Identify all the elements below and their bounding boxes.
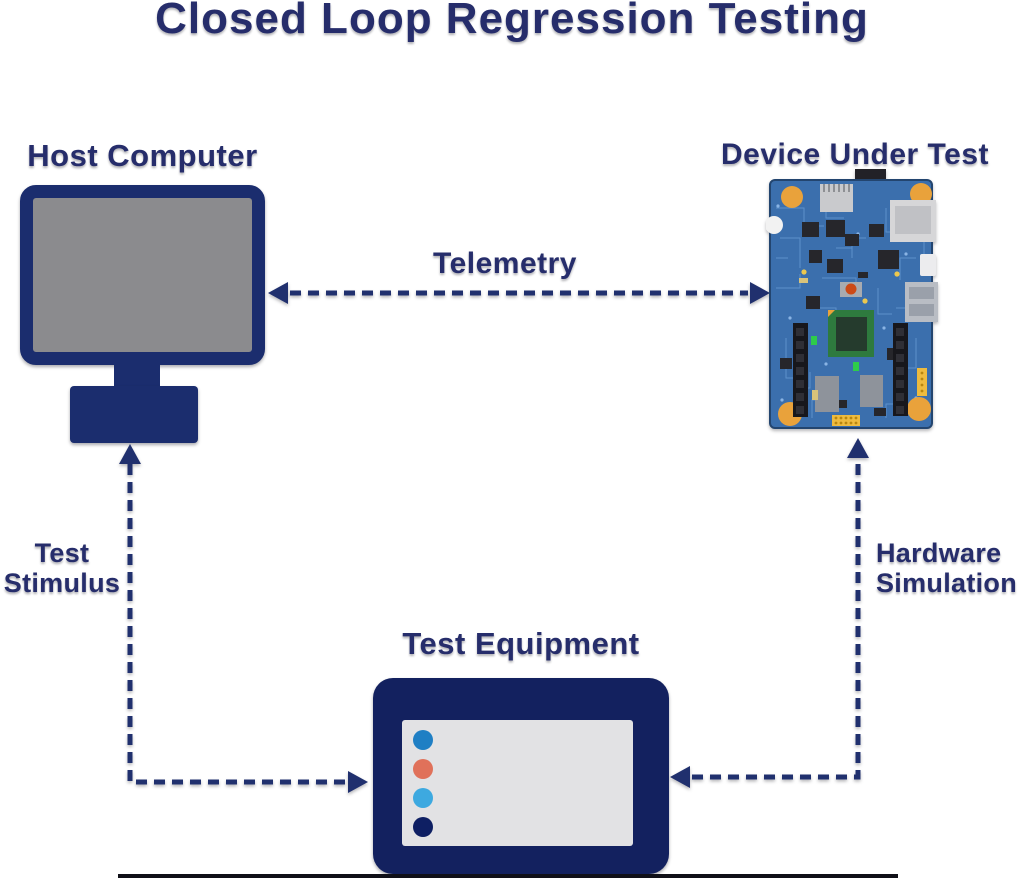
gpio-header-right <box>893 323 908 416</box>
status-led-1 <box>413 730 433 750</box>
test-stimulus-edge-line <box>127 464 346 785</box>
usb-host-port <box>905 282 938 322</box>
hardware-simulation-edge-label: Hardware Simulation <box>876 538 1024 598</box>
hardware-simulation-arrowhead-into-equipment <box>670 766 690 788</box>
telemetry-arrowhead-into-dut <box>750 282 770 304</box>
cpu-chip <box>828 310 874 357</box>
mounting-hole-bottom-right <box>907 397 931 421</box>
micro-usb-port <box>920 254 936 276</box>
monitor-frame <box>20 185 265 365</box>
board-passives <box>799 269 900 400</box>
page-title: Closed Loop Regression Testing <box>155 0 869 43</box>
board-leds <box>811 336 859 371</box>
small-ic-chips <box>780 220 901 416</box>
memory-chip-right <box>860 375 883 407</box>
mounting-hole-top-right <box>910 183 932 205</box>
status-led-3 <box>413 788 433 808</box>
test-stimulus-arrowhead-into-equipment <box>348 771 368 793</box>
white-label-dot <box>766 216 783 234</box>
monitor-stand-neck <box>114 362 160 389</box>
test-stimulus-edge-label: Test Stimulus <box>0 538 124 598</box>
hardware-simulation-arrowhead-into-dut <box>847 438 869 458</box>
hardware-simulation-edge-line <box>692 458 861 780</box>
status-led-4 <box>413 817 433 837</box>
equipment-body <box>373 678 669 874</box>
test-stimulus-label-line2: Stimulus <box>3 568 121 598</box>
telemetry-arrowhead-into-host <box>268 282 288 304</box>
yellow-header-right <box>917 368 927 396</box>
yellow-header-bottom <box>832 415 860 426</box>
equipment-screen <box>402 720 633 846</box>
host-computer-label: Host Computer <box>27 138 258 173</box>
crystal-oscillator <box>820 184 853 212</box>
memory-chip-left <box>815 376 839 412</box>
bottom-edge-strip <box>118 874 898 878</box>
reset-button <box>840 282 862 297</box>
mounting-hole-top-left <box>781 186 803 208</box>
telemetry-edge-label: Telemetry <box>432 247 577 280</box>
monitor-stand-base <box>70 386 198 443</box>
circuit-board-illustration <box>766 169 938 429</box>
hardware-simulation-label-line1: Hardware <box>876 538 1002 568</box>
hardware-simulation-label-line2: Simulation <box>876 568 1018 598</box>
status-led-2 <box>413 759 433 779</box>
gpio-header-left <box>793 323 808 417</box>
equipment-status-leds <box>413 730 433 837</box>
ethernet-port <box>890 200 936 242</box>
test-stimulus-label-line1: Test <box>34 538 90 568</box>
device-under-test-label: Device Under Test <box>720 138 990 171</box>
test-equipment-label: Test Equipment <box>402 626 640 661</box>
test-stimulus-arrowhead-into-host <box>119 444 141 464</box>
